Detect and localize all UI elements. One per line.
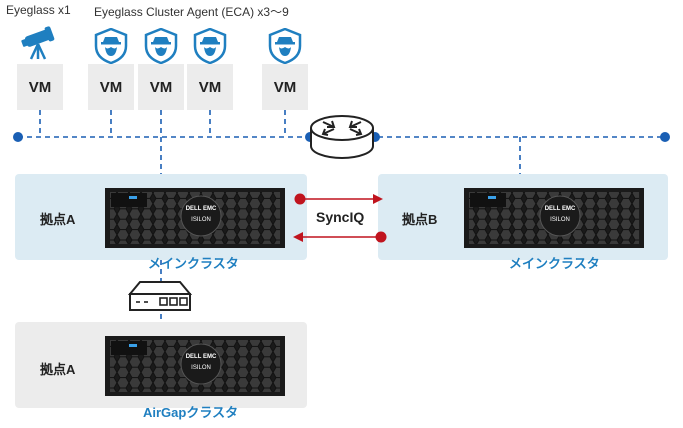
network-endpoint — [13, 132, 23, 142]
cluster-label-airgap: AirGapクラスタ — [143, 405, 239, 420]
site-a-label: 拠点A — [40, 212, 76, 227]
airgap-switch-icon — [128, 281, 192, 311]
network-endpoint — [660, 132, 670, 142]
storage-vendor-text: DELL EMC — [545, 206, 576, 212]
agent-shield-icon — [268, 28, 302, 64]
vm-box-eyeglass: VM — [17, 64, 63, 110]
vm-box-eca-1: VM — [88, 64, 134, 110]
vm-box-eca-2: VM — [138, 64, 184, 110]
airgap-site-label: 拠点A — [40, 362, 76, 377]
vm-box-eca-3: VM — [187, 64, 233, 110]
eca-label: Eyeglass Cluster Agent (ECA) x3〜9 — [94, 5, 289, 19]
isilon-storage-icon: DELL EMC ISILON — [464, 188, 644, 248]
storage-product-text: ISILON — [550, 217, 570, 223]
storage-vendor-text: DELL EMC — [186, 354, 217, 360]
router-icon — [310, 115, 374, 159]
isilon-storage-icon: DELL EMC ISILON — [105, 188, 285, 248]
site-b-label: 拠点B — [402, 212, 438, 227]
agent-shield-icon — [144, 28, 178, 64]
storage-product-text: ISILON — [191, 365, 211, 371]
agent-shield-icon — [193, 28, 227, 64]
cluster-label-b: メインクラスタ — [509, 256, 600, 271]
agent-shield-icon — [94, 28, 128, 64]
storage-vendor-text: DELL EMC — [186, 206, 217, 212]
isilon-storage-icon: DELL EMC ISILON — [105, 336, 285, 396]
telescope-icon — [21, 26, 55, 60]
synciq-label: SyncIQ — [316, 209, 365, 225]
vm-box-eca-n: VM — [262, 64, 308, 110]
cluster-label-a: メインクラスタ — [148, 256, 239, 271]
storage-product-text: ISILON — [191, 217, 211, 223]
eyeglass-label: Eyeglass x1 — [6, 3, 71, 17]
